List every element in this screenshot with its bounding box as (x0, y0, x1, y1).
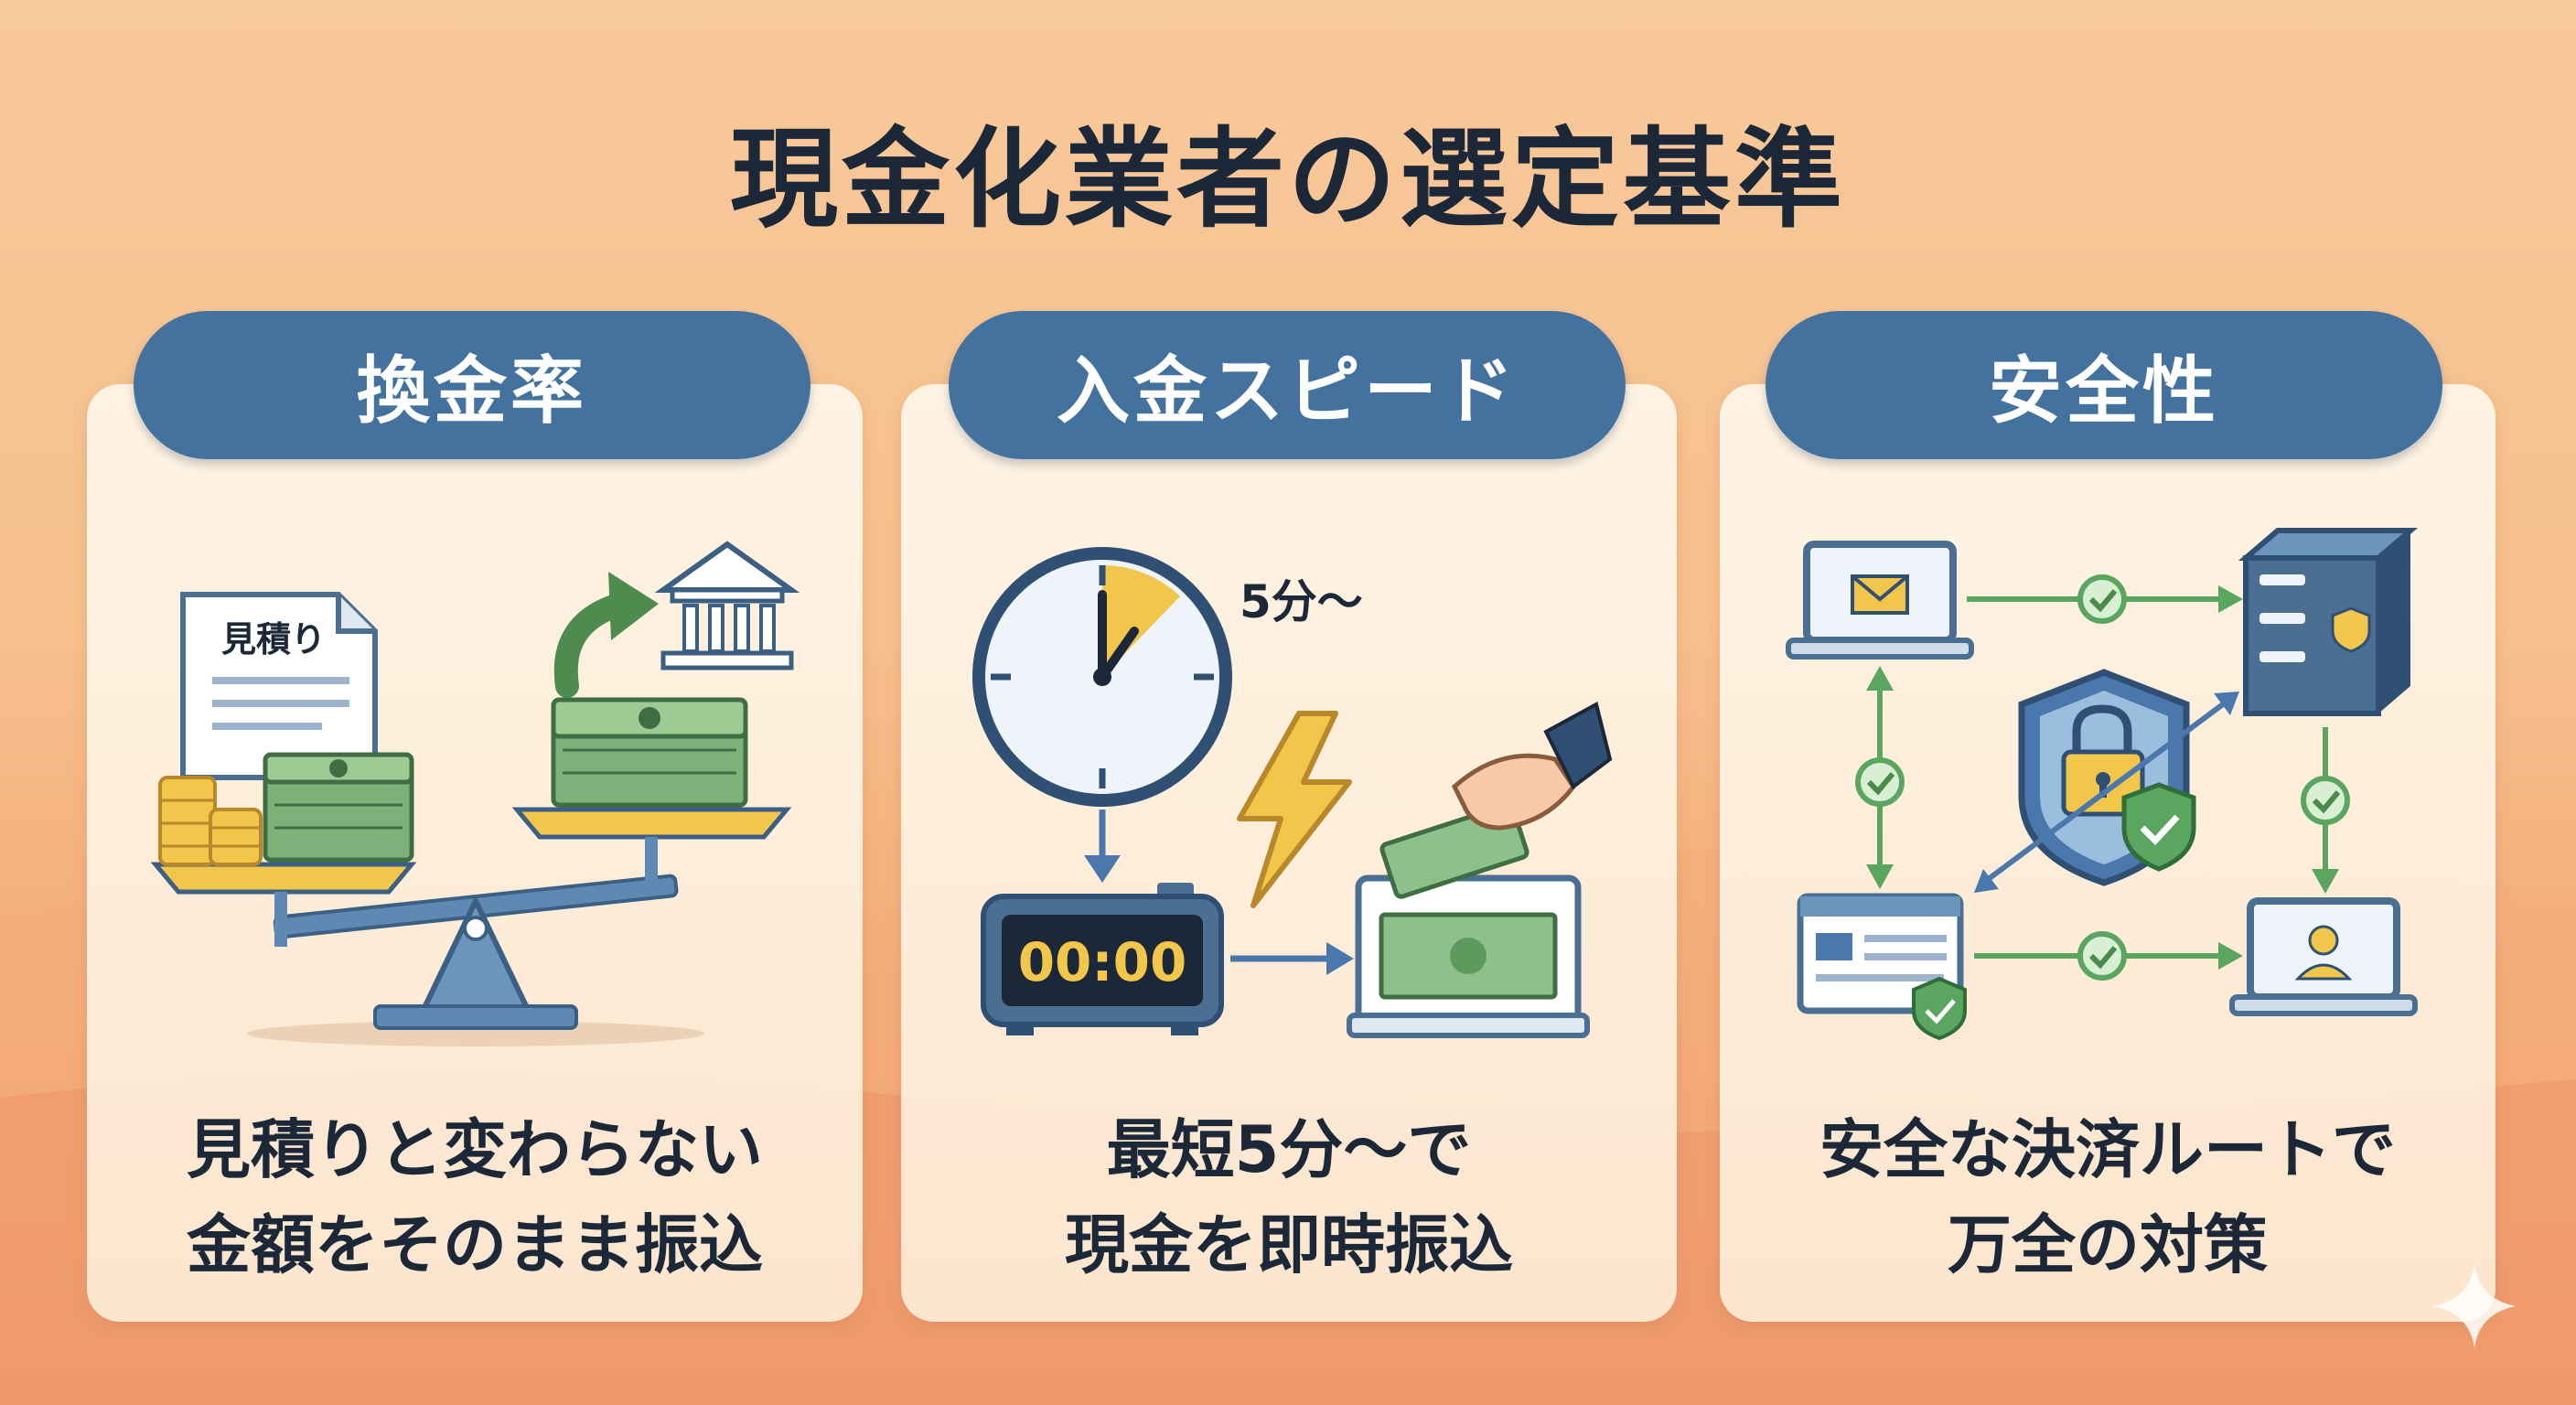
caption-line: 最短5分〜で (1106, 1112, 1472, 1187)
laptop-mail-icon (1786, 541, 1974, 660)
server-shield-icon (2238, 528, 2419, 716)
check-badge-icon (2301, 776, 2350, 825)
browser-window-icon (1797, 893, 1967, 1041)
time-label: 5分〜 (1240, 575, 1363, 628)
card-caption-exchange-rate: 見積りと変わらない 金額をそのまま振込 (87, 1102, 863, 1292)
blue-connection-arrow (1974, 692, 2239, 893)
check-badge-icon (2077, 931, 2127, 981)
card-caption-deposit-speed: 最短5分〜で 現金を即時振込 (901, 1102, 1677, 1292)
estimate-document-icon: 見積り (180, 592, 378, 780)
cash-stack-icon (551, 697, 748, 808)
caption-line: 万全の対策 (1948, 1207, 2268, 1282)
card-heading-exchange-rate: 換金率 (134, 311, 810, 459)
caption-line: 安全な決済ルートで (1819, 1112, 2396, 1187)
cash-register-icon (1347, 874, 1590, 1038)
cash-bundle-icon (263, 752, 414, 863)
page-title: 現金化業者の選定基準 (729, 116, 1846, 242)
check-badge-icon (1855, 757, 1905, 807)
clock-icon (972, 547, 1232, 807)
laptop-user-icon (2229, 897, 2418, 1016)
card-caption-safety: 安全な決済ルートで 万全の対策 (1720, 1102, 2496, 1292)
bank-icon (654, 541, 800, 670)
card-heading-safety: 安全性 (1766, 311, 2442, 459)
card-heading-deposit-speed: 入金スピード (949, 311, 1626, 459)
caption-line: 金額をそのまま振込 (187, 1207, 763, 1282)
lightning-icon (1237, 711, 1352, 908)
coin-stack-icon (158, 776, 263, 866)
curved-arrow-icon (553, 592, 634, 698)
estimate-label: 見積り (221, 619, 326, 660)
digital-clock-icon: 00:00 (981, 883, 1224, 1035)
check-badge-icon (2077, 574, 2127, 624)
caption-line: 現金を即時振込 (1065, 1207, 1513, 1282)
security-shield-icon (2018, 669, 2196, 886)
digital-time: 00:00 (1018, 931, 1187, 993)
hand-inserting-cash-icon (1379, 702, 1613, 899)
caption-line: 見積りと変わらない (187, 1112, 763, 1187)
